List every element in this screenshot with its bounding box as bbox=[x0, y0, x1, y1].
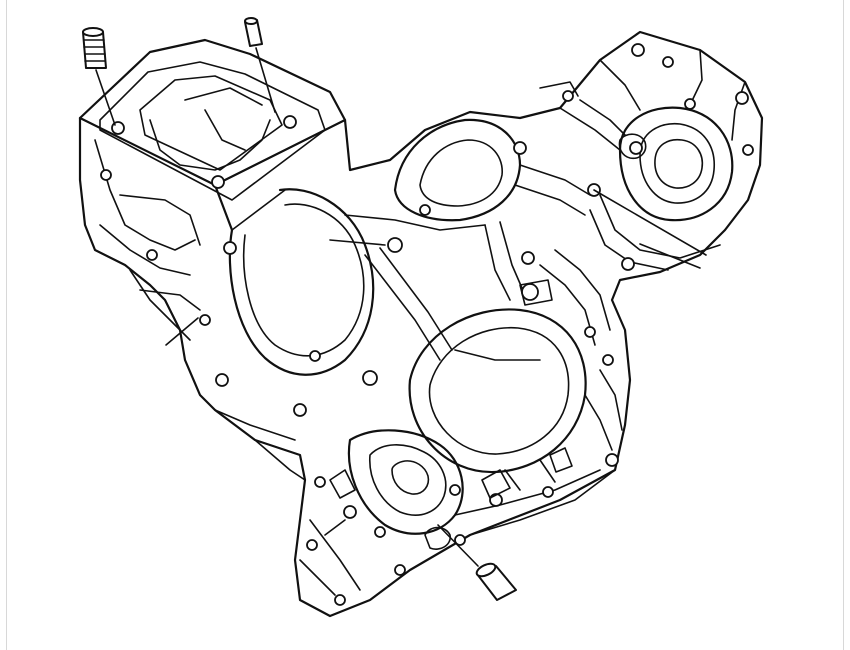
dowel-pin-top bbox=[244, 17, 276, 113]
dowel-pin-bottom bbox=[437, 524, 517, 601]
leader-line-bottom-left bbox=[324, 519, 346, 536]
dowel-pin-top-leader-line bbox=[255, 47, 276, 113]
timing-cover-housing bbox=[78, 30, 764, 618]
stud-bolt-leader-line bbox=[95, 69, 116, 126]
leader-line-right-lower bbox=[639, 243, 701, 269]
leader-line-right-upper bbox=[593, 189, 707, 256]
frame-right-edge bbox=[843, 0, 844, 650]
leader-line-left bbox=[165, 317, 199, 346]
stud-bolt bbox=[82, 27, 116, 126]
bolt-holes bbox=[100, 43, 754, 606]
frame-left-edge bbox=[6, 0, 7, 650]
dowel-pin-bottom-leader-line bbox=[437, 524, 479, 567]
